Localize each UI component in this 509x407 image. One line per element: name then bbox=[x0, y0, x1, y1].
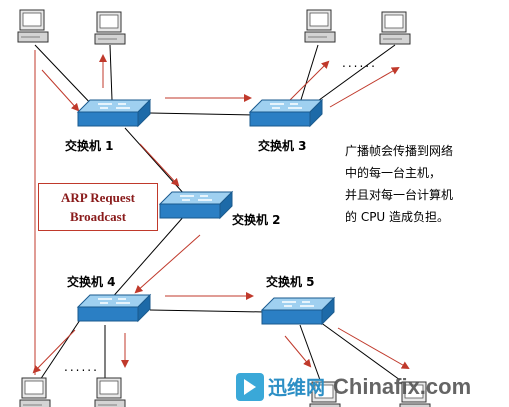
watermark: 迅维网 Chinafix.com bbox=[232, 366, 509, 407]
play-logo-icon bbox=[236, 372, 264, 401]
pc-bottom-left-2 bbox=[94, 377, 126, 407]
switch-5-label: 交换机 5 bbox=[266, 275, 315, 289]
network-links bbox=[34, 44, 401, 381]
pc-bottom-left-1 bbox=[19, 377, 51, 407]
switch-5-icon bbox=[261, 297, 335, 325]
switch-2-label: 交换机 2 bbox=[232, 213, 281, 227]
arp-line-1: ARP Request bbox=[60, 190, 136, 205]
switch-1-icon bbox=[77, 99, 151, 127]
pc-top-left-2 bbox=[94, 11, 126, 45]
watermark-en: Chinafix.com bbox=[333, 373, 472, 399]
switch-4-label: 交换机 4 bbox=[67, 275, 116, 289]
caption-line-4: 的 CPU 造成负担。 bbox=[345, 210, 450, 224]
arp-line-2: Broadcast bbox=[69, 209, 127, 224]
arp-request-box: ARP Request Broadcast bbox=[38, 183, 158, 231]
ellipsis-top: ...... bbox=[342, 56, 377, 70]
switch-2-icon bbox=[159, 191, 233, 219]
broadcast-arrows bbox=[32, 50, 410, 375]
switch-4-icon bbox=[77, 294, 151, 322]
watermark-cn: 迅维网 bbox=[268, 377, 326, 399]
switch-3-label: 交换机 3 bbox=[258, 139, 307, 153]
switch-3-icon bbox=[249, 99, 323, 127]
pc-top-right-2 bbox=[379, 11, 411, 45]
pc-top-left-1 bbox=[17, 9, 49, 43]
caption-line-3: 并且对每一台计算机 bbox=[345, 188, 454, 202]
switch-1-label: 交换机 1 bbox=[65, 139, 114, 153]
ellipsis-bottom: ...... bbox=[64, 360, 99, 374]
caption-text: 广播帧会传播到网络 中的每一台主机， 并且对每一台计算机 的 CPU 造成负担。 bbox=[345, 140, 505, 228]
pc-top-right-1 bbox=[304, 9, 336, 43]
caption-line-2: 中的每一台主机， bbox=[345, 166, 442, 180]
caption-line-1: 广播帧会传播到网络 bbox=[345, 144, 454, 158]
